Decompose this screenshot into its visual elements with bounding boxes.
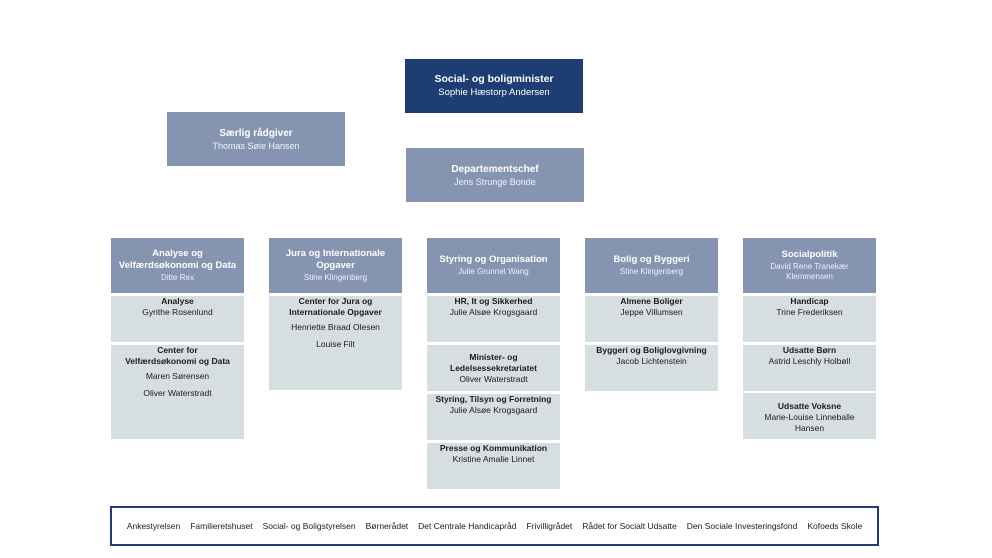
unit-hr-it: HR, It og Sikkerhed Julie Alsøe Krogsgaa… bbox=[427, 296, 560, 342]
division-styring-header: Styring og Organisation Julie Grunnet Wa… bbox=[427, 238, 560, 293]
unit-manager: Oliver Waterstradt bbox=[459, 373, 528, 384]
unit-manager: Maren Sørensen bbox=[145, 371, 210, 381]
advisor-box: Særlig rådgiver Thomas Søie Hansen bbox=[167, 112, 345, 166]
division-director: David Rene Tranekær Klemmensen bbox=[770, 262, 849, 281]
unit-title: Styring, Tilsyn og Forretning bbox=[435, 394, 552, 404]
unit-manager: Jacob Lichtenstein bbox=[616, 356, 687, 366]
division-title: Jura og Internationale Opgaver bbox=[285, 248, 386, 271]
unit-title: Handicap bbox=[790, 296, 829, 306]
unit-presse: Presse og Kommunikation Kristine Amalie … bbox=[427, 443, 560, 489]
division-analyse-header: Analyse og Velfærdsøkonomi og Data Ditte… bbox=[111, 238, 244, 293]
division-director: Ditte Rex bbox=[161, 273, 194, 282]
unit-title: Center for Velfærdsøkonomi og Data bbox=[125, 345, 230, 366]
unit-minister-sekretariat: Minister- og Ledelsessekretariatet Olive… bbox=[427, 345, 560, 391]
division-director: Julie Grunnet Wang bbox=[458, 267, 529, 276]
agency-item: Social- og Boligstyrelsen bbox=[262, 521, 356, 531]
division-title: Styring og Organisation bbox=[439, 254, 548, 265]
unit-title: Udsatte Børn bbox=[782, 345, 837, 355]
head-of-department-name: Jens Strunge Bonde bbox=[454, 176, 536, 187]
unit-udsatte-voksne: Udsatte Voksne Marie-Louise Linneballe H… bbox=[743, 393, 876, 439]
agency-item: Familieretshuset bbox=[190, 521, 253, 531]
unit-title: HR, It og Sikkerhed bbox=[454, 296, 533, 306]
unit-manager: Julie Alsøe Krogsgaard bbox=[449, 405, 538, 415]
unit-manager: Kristine Amalie Linnet bbox=[452, 454, 535, 464]
unit-title: Almene Boliger bbox=[620, 296, 683, 306]
unit-title: Byggeri og Boliglovgivning bbox=[596, 345, 707, 355]
agency-item: Ankestyrelsen bbox=[126, 521, 181, 531]
unit-manager: Oliver Waterstradt bbox=[143, 388, 212, 398]
advisor-name: Thomas Søie Hansen bbox=[212, 140, 300, 151]
unit-title: Minister- og Ledelsessekretariatet bbox=[450, 351, 537, 373]
unit-manager: Henriette Braad Olesen bbox=[291, 322, 380, 332]
unit-manager: Julie Alsøe Krogsgaard bbox=[449, 307, 538, 317]
unit-title: Center for Jura og Internationale Opgave… bbox=[289, 296, 382, 317]
minister-box: Social- og boligminister Sophie Hæstorp … bbox=[405, 59, 583, 113]
division-jura-header: Jura og Internationale Opgaver Stine Kli… bbox=[269, 238, 402, 293]
division-title: Socialpolitik bbox=[781, 249, 838, 260]
unit-almene-boliger: Almene Boliger Jeppe Villumsen bbox=[585, 296, 718, 342]
unit-manager: Marie-Louise Linneballe Hansen bbox=[764, 412, 855, 433]
division-director: Stine Klingenberg bbox=[303, 273, 368, 282]
division-title: Analyse og Velfærdsøkonomi og Data bbox=[118, 248, 237, 271]
agency-item: Rådet for Socialt Udsatte bbox=[582, 521, 677, 531]
head-of-department-title: Departementschef bbox=[451, 163, 539, 175]
division-title: Bolig og Byggeri bbox=[613, 254, 690, 265]
division-bolig-header: Bolig og Byggeri Stine Klingenberg bbox=[585, 238, 718, 293]
unit-manager: Trine Frederiksen bbox=[776, 307, 843, 317]
unit-title: Presse og Kommunikation bbox=[439, 443, 548, 453]
unit-title: Analyse bbox=[161, 296, 194, 306]
agency-item: Børnerådet bbox=[365, 521, 409, 531]
unit-analyse: Analyse Gyrithe Rosenlund bbox=[111, 296, 244, 342]
division-director: Stine Klingenberg bbox=[619, 267, 684, 276]
unit-center-jura: Center for Jura og Internationale Opgave… bbox=[269, 296, 402, 390]
minister-name: Sophie Hæstorp Andersen bbox=[438, 87, 550, 98]
unit-handicap: Handicap Trine Frederiksen bbox=[743, 296, 876, 342]
unit-title: Udsatte Voksne bbox=[777, 401, 842, 411]
head-of-department-box: Departementschef Jens Strunge Bonde bbox=[406, 148, 584, 202]
unit-manager: Louise Filt bbox=[316, 339, 355, 349]
agency-item: Frivilligrådet bbox=[526, 521, 573, 531]
unit-udsatte-born: Udsatte Børn Astrid Leschly Holbøll bbox=[743, 345, 876, 391]
advisor-title: Særlig rådgiver bbox=[219, 127, 293, 139]
agency-item: Kofoeds Skole bbox=[807, 521, 863, 531]
agencies-bar: Ankestyrelsen Familieretshuset Social- o… bbox=[110, 506, 879, 546]
minister-title: Social- og boligminister bbox=[434, 73, 554, 85]
unit-velfaerdsokonomi: Center for Velfærdsøkonomi og Data Maren… bbox=[111, 345, 244, 439]
unit-byggeri: Byggeri og Boliglovgivning Jacob Lichten… bbox=[585, 345, 718, 391]
unit-manager: Jeppe Villumsen bbox=[620, 307, 683, 317]
unit-styring-tilsyn: Styring, Tilsyn og Forretning Julie Alsø… bbox=[427, 394, 560, 440]
division-socialpolitik-header: Socialpolitik David Rene Tranekær Klemme… bbox=[743, 238, 876, 293]
unit-manager: Astrid Leschly Holbøll bbox=[768, 356, 851, 366]
agency-item: Det Centrale Handicapråd bbox=[418, 521, 517, 531]
agency-item: Den Sociale Investeringsfond bbox=[686, 521, 798, 531]
unit-manager: Gyrithe Rosenlund bbox=[142, 307, 213, 317]
